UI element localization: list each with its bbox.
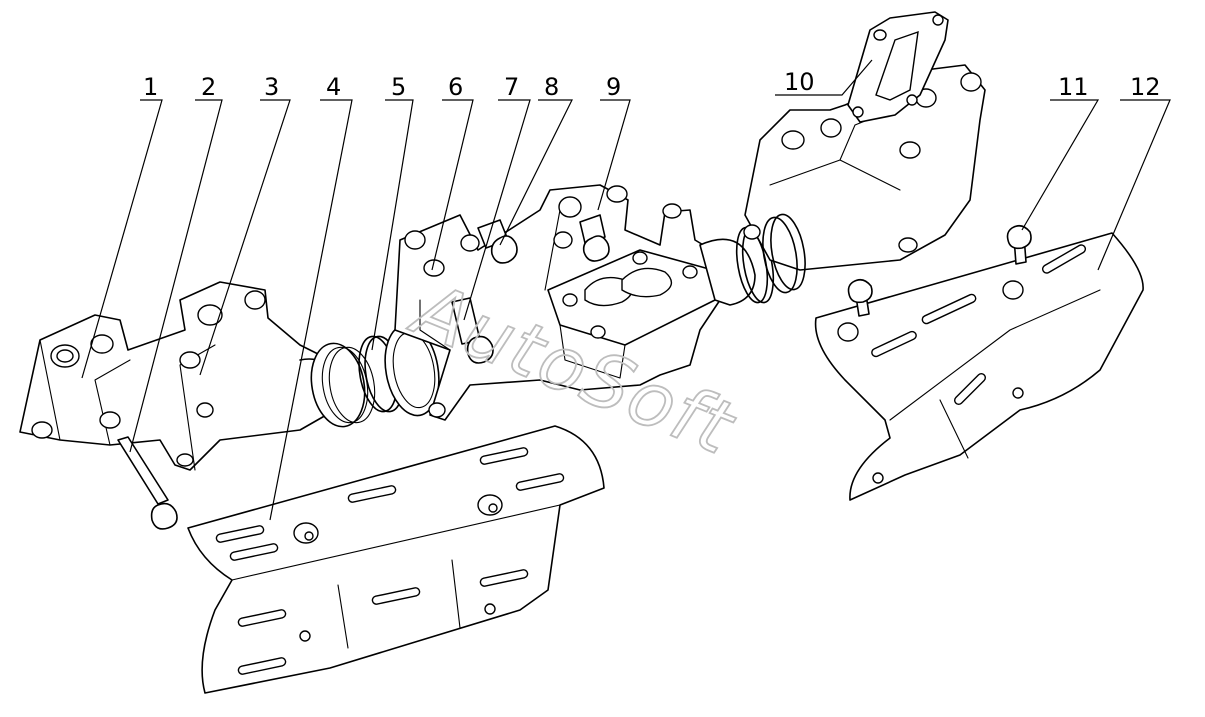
callout-7: 7 — [504, 73, 519, 101]
manifold-rear-section — [743, 64, 986, 294]
manifold-front-section — [19, 281, 341, 471]
callout-3: 3 — [264, 73, 279, 101]
callout-12: 12 — [1130, 73, 1161, 101]
callout-2: 2 — [201, 73, 216, 101]
slip-joint-and-rings — [310, 323, 440, 428]
manifold-gasket — [847, 11, 949, 123]
bolts — [117, 214, 1032, 530]
callout-labels: 1 2 3 4 5 6 7 8 9 10 11 12 — [143, 68, 1161, 101]
leader-lines — [81, 59, 1171, 521]
callout-10: 10 — [784, 68, 815, 96]
right-heat-shield — [814, 232, 1144, 501]
callout-11: 11 — [1058, 73, 1089, 101]
lower-heat-shield — [187, 425, 605, 694]
callout-4: 4 — [326, 73, 341, 101]
callout-5: 5 — [391, 73, 406, 101]
callout-1: 1 — [143, 73, 158, 101]
callout-9: 9 — [606, 73, 621, 101]
callout-8: 8 — [544, 73, 559, 101]
callout-6: 6 — [448, 73, 463, 101]
